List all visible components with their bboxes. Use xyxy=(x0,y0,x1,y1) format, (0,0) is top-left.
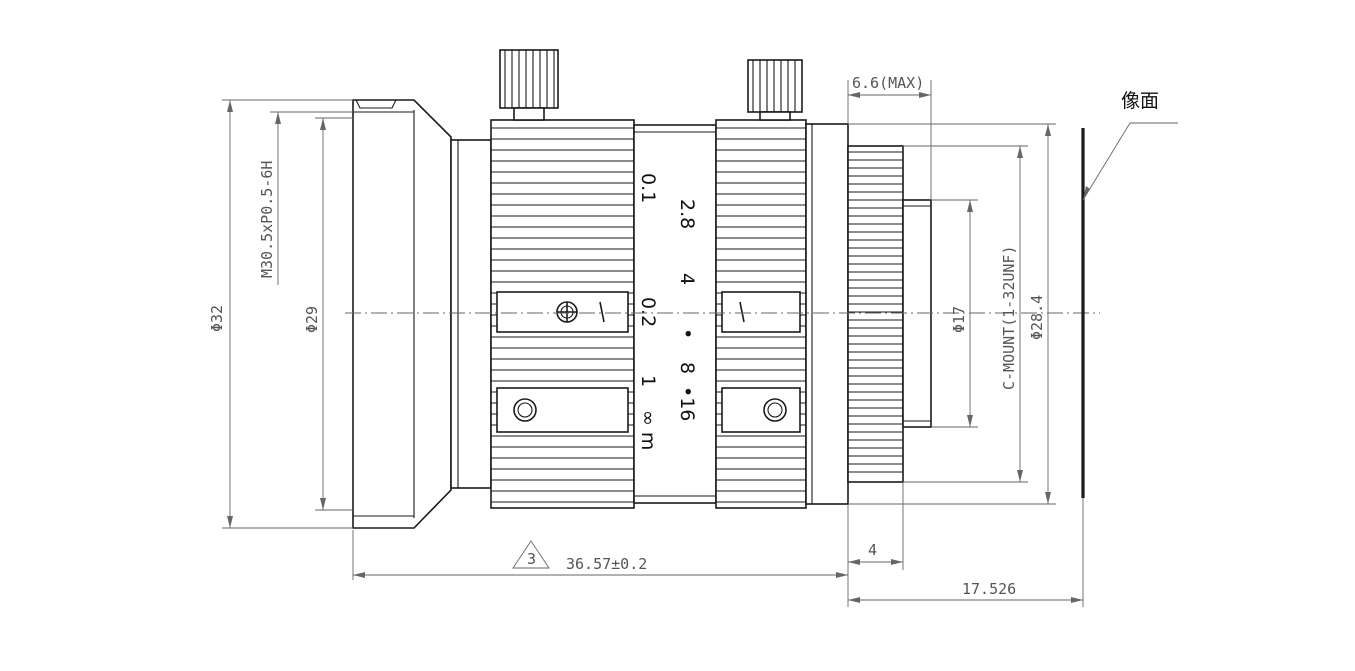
svg-text:Φ29: Φ29 xyxy=(303,306,321,333)
svg-text:M30.5xP0.5-6H: M30.5xP0.5-6H xyxy=(258,161,276,278)
svg-text:3: 3 xyxy=(527,550,536,568)
barrel-front xyxy=(450,139,492,489)
rear-barrel xyxy=(805,123,849,505)
aperture-scale-16: •16 xyxy=(676,386,698,421)
rear-element xyxy=(902,199,932,428)
dim-max-protrusion: 6.6(MAX) xyxy=(847,74,932,200)
aperture-scale-2.8: 2.8 xyxy=(676,199,698,229)
aperture-scale-dot: • xyxy=(676,328,698,339)
svg-text:C-MOUNT(1-32UNF): C-MOUNT(1-32UNF) xyxy=(1000,246,1018,391)
image-plane-label: 像面 xyxy=(1121,90,1159,112)
svg-text:17.526: 17.526 xyxy=(962,580,1016,598)
focus-pin-hole xyxy=(763,398,787,422)
aperture-index-symbol xyxy=(556,301,605,323)
lens-body xyxy=(352,99,932,529)
dim-c-mount: C-MOUNT(1-32UNF) xyxy=(903,145,1028,483)
dim-outer-diameter: Φ32 xyxy=(208,99,353,529)
aperture-pin-hole xyxy=(513,398,537,422)
aperture-scale-8: 8 xyxy=(676,362,698,374)
scale-band xyxy=(633,124,717,504)
focus-scale-0.1: 0.1 xyxy=(637,173,659,203)
svg-text:Φ28.4: Φ28.4 xyxy=(1028,295,1046,340)
svg-text:4: 4 xyxy=(868,541,877,559)
dim-filter-thread: M30.5xP0.5-6H xyxy=(258,111,353,285)
svg-text:6.6(MAX): 6.6(MAX) xyxy=(852,74,924,92)
dim-rear-diameter: Φ17 xyxy=(931,199,978,428)
dim-mount-diameter: Φ28.4 xyxy=(848,123,1056,505)
front-hood xyxy=(352,99,452,529)
dim-thread-length: 4 xyxy=(848,482,904,570)
image-plane-leader xyxy=(1082,122,1131,201)
focus-scale-0.2: 0.2 xyxy=(637,297,659,327)
focus-lock-screw xyxy=(747,59,803,121)
focus-scale-1: 1 xyxy=(637,375,659,387)
dim-front-diameter: Φ29 xyxy=(303,117,353,511)
svg-text:Φ32: Φ32 xyxy=(208,305,226,332)
aperture-ring-knurl xyxy=(491,127,634,503)
focus-window xyxy=(721,291,801,333)
aperture-scale-4: 4 xyxy=(676,273,698,285)
focus-scale-infinity: ∞ m xyxy=(637,410,659,450)
note-triangle xyxy=(512,540,550,569)
svg-text:Φ17: Φ17 xyxy=(950,306,968,333)
focus-index-mark xyxy=(739,301,745,323)
svg-text:36.57±0.2: 36.57±0.2 xyxy=(566,555,647,573)
dim-flange-back: 17.526 xyxy=(848,498,1084,607)
dim-overall-length: 3 36.57±0.2 xyxy=(352,504,849,607)
aperture-lock-screw xyxy=(499,49,559,121)
